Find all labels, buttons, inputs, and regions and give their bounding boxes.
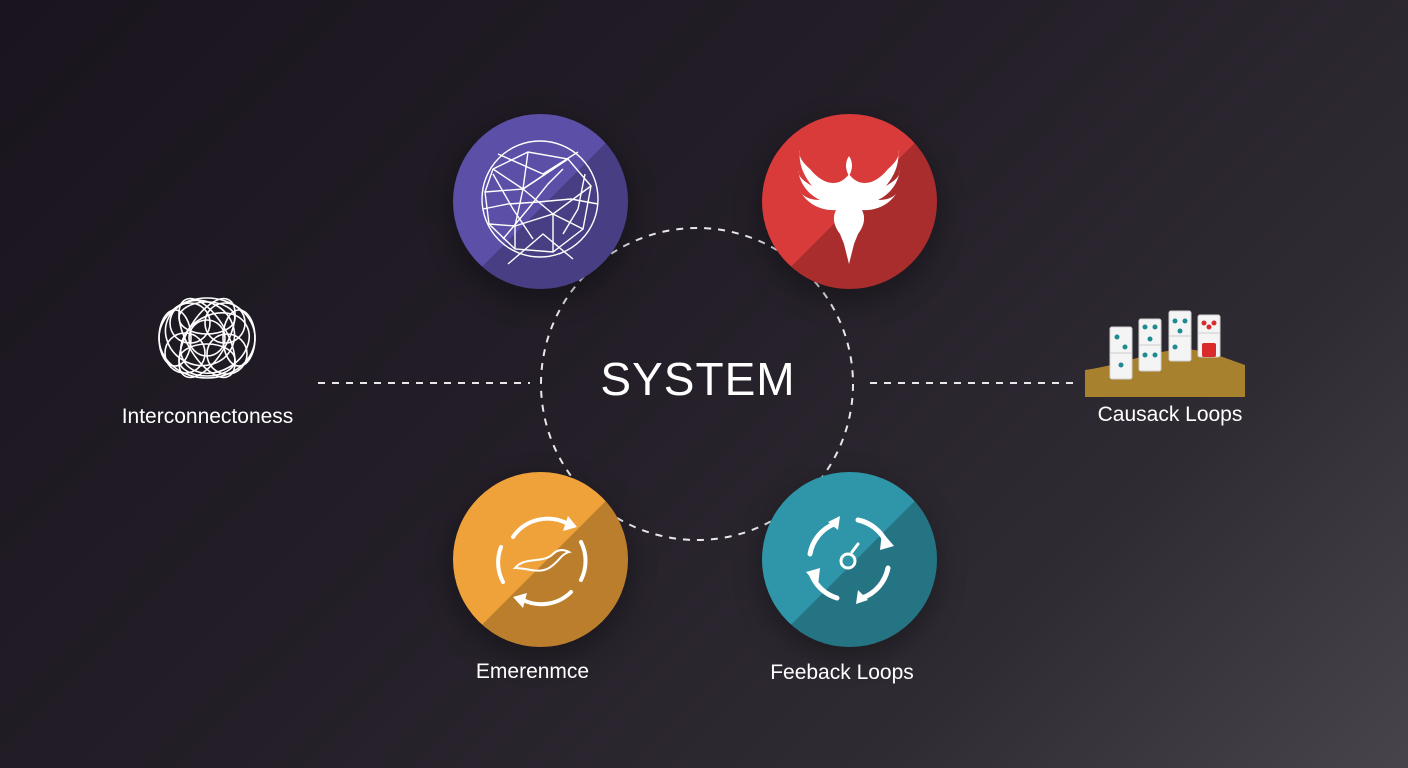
center-label: SYSTEM (600, 353, 796, 405)
network-node (453, 114, 628, 289)
tangle-icon (158, 297, 256, 379)
emergence-label: Emerenmce (475, 660, 590, 683)
phoenix-icon (798, 150, 900, 264)
causal-loops-label: Causack Loops (1097, 403, 1243, 426)
feedback-node (762, 472, 937, 647)
network-sphere-icon (481, 140, 599, 265)
center-dashed-ring (540, 227, 854, 541)
cycle-arrows-icon (806, 516, 894, 604)
phoenix-node (762, 114, 937, 289)
cycle-wave-icon (496, 516, 588, 608)
dominoes-icon (1085, 310, 1245, 397)
interconnectedness-label: Interconnectoness (121, 405, 294, 428)
emergence-node (453, 472, 628, 647)
feedback-loops-label: Feeback Loops (770, 661, 914, 684)
